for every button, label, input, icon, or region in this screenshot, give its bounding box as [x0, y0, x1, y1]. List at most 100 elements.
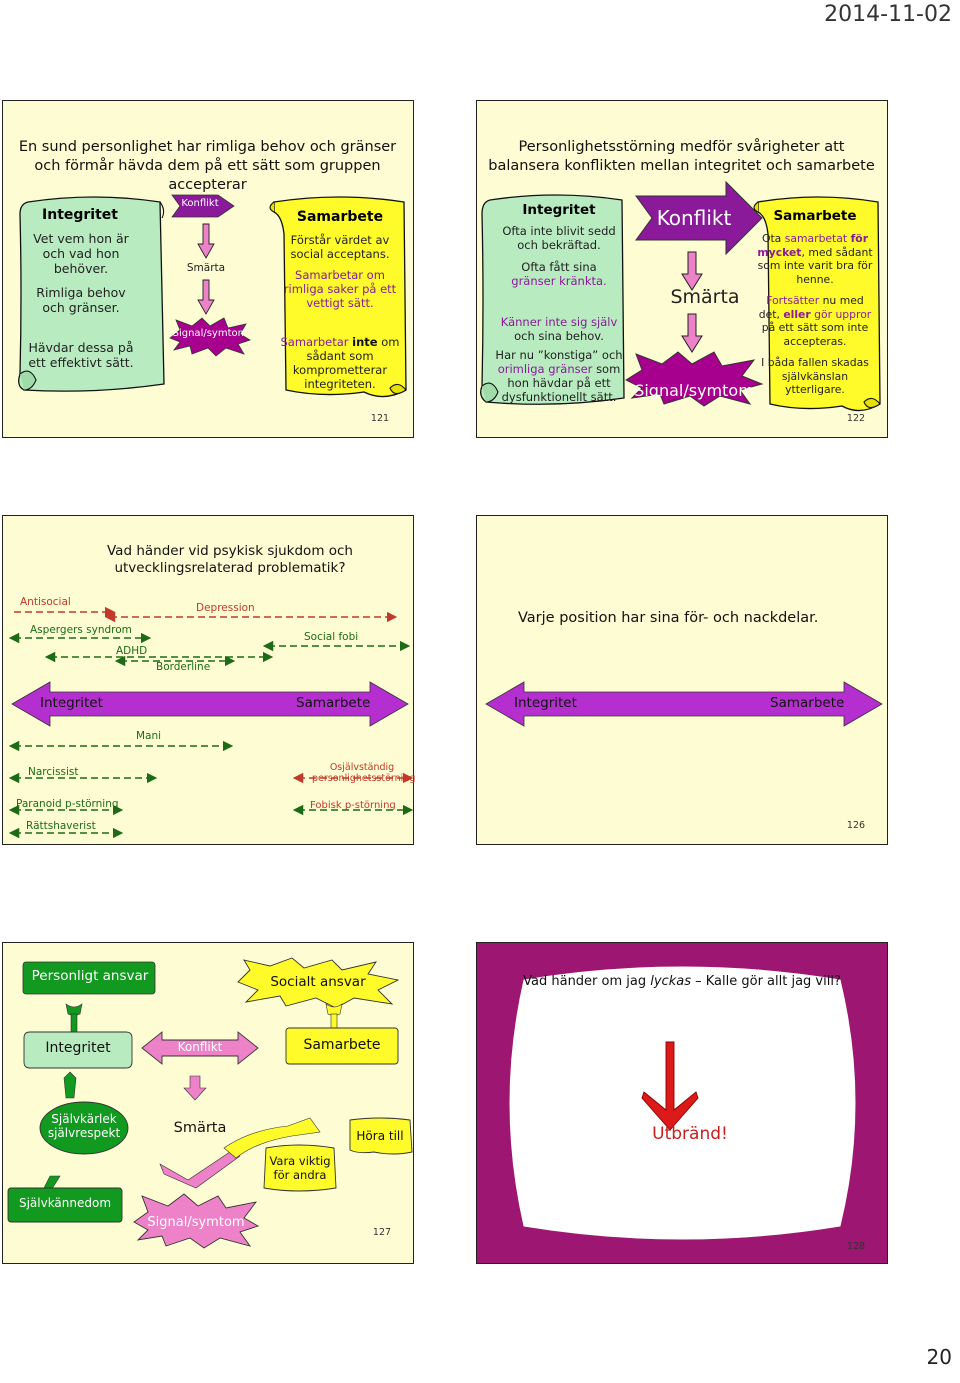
s122-scroll-integritet [480, 194, 625, 405]
s122-right-p1b: samarbetat [784, 232, 848, 245]
slide-122-title: Personlighetsstörning medför svårigheter… [488, 139, 875, 174]
s122-left-p4b: orimliga gränser [497, 362, 593, 376]
s122-right-p1a: Ota [761, 232, 782, 245]
s122-smarta-label: Smärta [670, 286, 740, 308]
s125-label-borderline: Borderline [156, 661, 211, 673]
s127-sjalvkarlek: Självkärlek självrespekt [47, 1112, 121, 1140]
s122-integritet-heading: Integritet [522, 202, 596, 218]
s121-integritet-heading: Integritet [42, 207, 118, 223]
s127-sjalvkannedom-shape [7, 1187, 123, 1223]
s125-label-fobisk: Fobisk p-störning [310, 800, 396, 811]
s122-down-arrow-2 [681, 313, 703, 353]
slide-121-title: En sund personlighet har rimliga behov o… [18, 139, 397, 193]
s121-samarbete-heading: Samarbete [296, 209, 384, 225]
s125-label-narcissist: Narcissist [28, 766, 79, 778]
slide-128-number: 128 [846, 1241, 866, 1252]
s121-signal-burst [169, 317, 251, 357]
s127-sjalvkarlek-shape [39, 1101, 129, 1155]
s121-right-p3-a: Samarbetar [280, 335, 353, 349]
s127-anchor-icons [65, 1003, 343, 1037]
s125-integritet: Integritet [40, 695, 103, 711]
s125-label-social-fobi: Social fobi [304, 631, 359, 643]
s127-integritet: Integritet [45, 1040, 111, 1056]
s122-left-p4a: Har nu ”konstiga” och [495, 348, 623, 362]
s128-title-b: lyckas [650, 974, 691, 989]
s127-signal-burst [133, 1193, 260, 1249]
s127-samarbete: Samarbete [303, 1037, 381, 1053]
s122-samarbete-heading: Samarbete [773, 208, 857, 224]
s125-label-adhd: ADHD [116, 645, 148, 657]
s126-samarbete: Samarbete [770, 695, 845, 711]
s122-right-p2a: Fortsätter [766, 294, 820, 307]
s122-left-p3b: och sina behov. [514, 329, 604, 343]
s127-personligt-ansvar: Personligt ansvar [31, 968, 149, 984]
s122-signal-label: Signal/symtom [634, 381, 754, 400]
s122-konflikt-label: Konflikt [656, 206, 732, 230]
s121-signal-label: Signal/symtom [172, 328, 248, 339]
slide-125-title: Vad händer vid psykisk sjukdom och utvec… [107, 543, 353, 576]
s121-down-arrow-1 [197, 223, 215, 259]
s126-integritet: Integritet [514, 695, 577, 711]
s122-right-p1: Ota samarbetat för mycket, med sådant so… [756, 232, 874, 286]
s127-sjalvkannedom: Självkännedom [18, 1196, 112, 1210]
slide-121-number: 121 [370, 413, 390, 424]
s126-double-arrow [485, 681, 883, 727]
slide-126-number: 126 [846, 820, 866, 831]
s122-left-p4c: som hon hävdar på ett dysfunktionellt sä… [501, 362, 621, 404]
s122-right-p2c: eller [783, 307, 811, 321]
s125-label-paranoid: Paranoid p-störning [16, 798, 119, 810]
slide-126-title: Varje position har sina för- och nackdel… [518, 610, 819, 626]
s125-label-osjalvstandig: Osjälvständig personlighetsstörning [312, 762, 416, 784]
s127-socialt-ansvar: Socialt ansvar [270, 974, 366, 990]
s122-right-p1d: , med sådant som inte varit bra för henn… [757, 245, 873, 286]
s122-right-p2d: gör uppror [814, 307, 872, 321]
s122-right-p2: Fortsätter nu med det, eller gör uppror … [756, 294, 874, 348]
s122-left-p2a: Ofta fått sina [521, 260, 597, 274]
slide-127-number: 127 [372, 1227, 392, 1238]
s122-left-p3: Känner inte sig själv [500, 315, 618, 329]
s122-down-arrow-1 [681, 251, 703, 291]
s127-hora-till-shape [349, 1117, 413, 1155]
s122-left-p2b: gränser kränkta. [511, 274, 607, 288]
s125-label-depression: Depression [196, 602, 255, 614]
s127-konflikt-arrow-shape [141, 1031, 259, 1065]
s128-title-a: Vad händer om jag [523, 974, 651, 989]
s127-vara-viktig-shape [263, 1144, 337, 1192]
s127-socialt-ansvar-shape [237, 957, 400, 1009]
s125-label-antisocial: Antisocial [20, 596, 71, 608]
scroll-shape-integritet [18, 196, 165, 392]
s125-arrows [8, 606, 414, 839]
s127-konflikt: Konflikt [177, 1040, 223, 1054]
s125-label-mani: Mani [136, 730, 162, 742]
s121-right-p1: Förstår värdet av social acceptans. [290, 233, 390, 261]
slide-125 [2, 515, 414, 845]
s122-right-p1c: för mycket [757, 232, 869, 259]
s125-label-aspergers: Aspergers syndrom [30, 624, 132, 636]
s128-red-arrow [641, 1041, 699, 1131]
s127-samarbete-shape [285, 1027, 399, 1065]
scroll-shape-samarbete [269, 196, 407, 398]
s122-right-p2e: på ett sätt som inte accepteras. [761, 321, 869, 348]
s121-right-p3-c: om sådant som komprometterar integritete… [292, 335, 400, 391]
s122-left-p1: Ofta inte blivit sedd och bekräftad. [502, 224, 616, 252]
s127-signal: Signal/symtom [147, 1215, 245, 1230]
s122-right-p2b: nu med det, [758, 294, 864, 321]
page-number: 20 [926, 1345, 952, 1369]
s121-left-p2: Rimliga behov och gränser. [36, 285, 126, 315]
s127-hora-till: Höra till [356, 1129, 404, 1143]
s122-konflikt-arrow-shape [635, 180, 763, 256]
s121-smarta-label: Smärta [186, 262, 226, 274]
s125-double-arrow [11, 681, 409, 727]
s122-signal-burst [624, 351, 764, 407]
s122-left-p4: orimliga gränser som hon hävdar på ett d… [490, 362, 628, 404]
s128-utbrand: Utbränd! [652, 1124, 728, 1144]
s127-personligt-ansvar-shape [22, 961, 156, 995]
s121-konflikt-arrow-shape [171, 194, 235, 218]
s125-samarbete: Samarbete [296, 695, 371, 711]
s122-scroll-samarbete [753, 196, 881, 412]
s125-label-rattshaverist: Rättshaverist [26, 820, 96, 832]
s121-right-p2: Samarbetar om rimliga saker på ett vetti… [283, 268, 397, 310]
s121-left-p3: Hävdar dessa på ett effektivt sätt. [28, 340, 134, 370]
s122-right-p3: I båda fallen skadas självkänslan ytterl… [761, 356, 869, 396]
s121-konflikt-label: Konflikt [181, 198, 219, 209]
